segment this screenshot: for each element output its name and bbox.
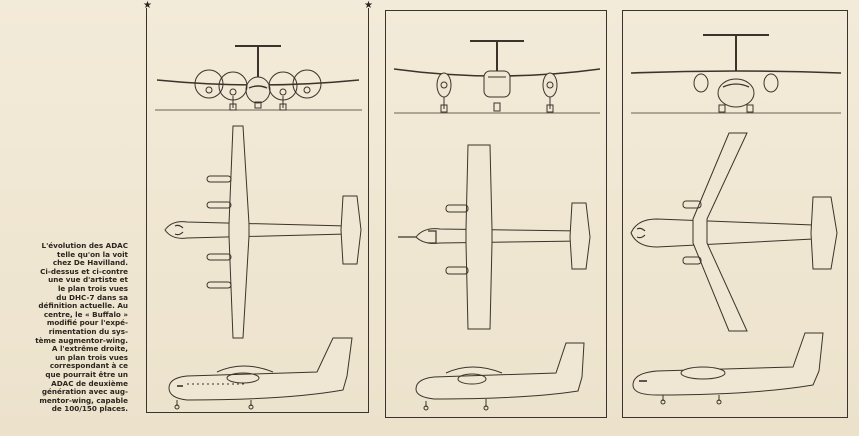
caption-line: telle qu'on la voit bbox=[57, 249, 128, 259]
caption-line: un plan trois vues bbox=[55, 352, 128, 362]
figure-caption: L'évolution des ADAC telle qu'on la voit… bbox=[6, 241, 128, 414]
dhc7-top-view bbox=[164, 125, 362, 339]
caption-line: mentor-wing, capable bbox=[39, 395, 128, 405]
caption-line: modifié pour l'expé- bbox=[46, 318, 128, 328]
star-icon: ★ bbox=[143, 0, 152, 11]
caption-line: chez De Havilland. bbox=[52, 258, 128, 268]
buffalo-top-view bbox=[398, 144, 591, 330]
buffalo-front-view bbox=[393, 40, 601, 114]
caption-line: Ci-dessus et ci-contre bbox=[40, 266, 128, 276]
caption-line: correspondant à ce bbox=[49, 361, 128, 371]
caption-line: définition actuelle. Au bbox=[38, 301, 128, 311]
adac-top-view bbox=[630, 132, 838, 332]
panel-adac-second-gen bbox=[622, 10, 848, 418]
caption-line: du DHC-7 dans sa bbox=[56, 292, 128, 302]
caption-line: L'évolution des ADAC bbox=[41, 241, 128, 250]
dhc7-front-view bbox=[155, 45, 362, 111]
caption-line: génération avec aug- bbox=[41, 387, 128, 397]
caption-line: une vue d'artiste et bbox=[48, 275, 128, 285]
buffalo-three-view bbox=[393, 40, 601, 411]
star-icon: ★ bbox=[364, 0, 373, 11]
adac-three-view bbox=[630, 34, 842, 405]
dhc7-side-view bbox=[168, 337, 353, 410]
caption-line: que pourrait être un bbox=[45, 369, 128, 379]
caption-line: le plan trois vues bbox=[57, 283, 128, 293]
adac-side-view bbox=[632, 332, 824, 405]
panel-dhc7 bbox=[146, 8, 369, 413]
buffalo-side-view bbox=[415, 342, 585, 411]
caption-line: rimentation du sys- bbox=[48, 326, 128, 336]
caption-line: centre, le « Buffalo » bbox=[43, 309, 128, 319]
caption-line: A l'extrême droite, bbox=[51, 344, 128, 354]
caption-line: tème augmentor-wing. bbox=[35, 335, 128, 345]
dhc7-three-view bbox=[155, 45, 362, 410]
caption-line: de 100/150 places. bbox=[51, 404, 128, 414]
panel-buffalo bbox=[385, 10, 607, 418]
caption-line: ADAC de deuxième bbox=[51, 378, 128, 388]
adac-front-view bbox=[630, 34, 842, 114]
